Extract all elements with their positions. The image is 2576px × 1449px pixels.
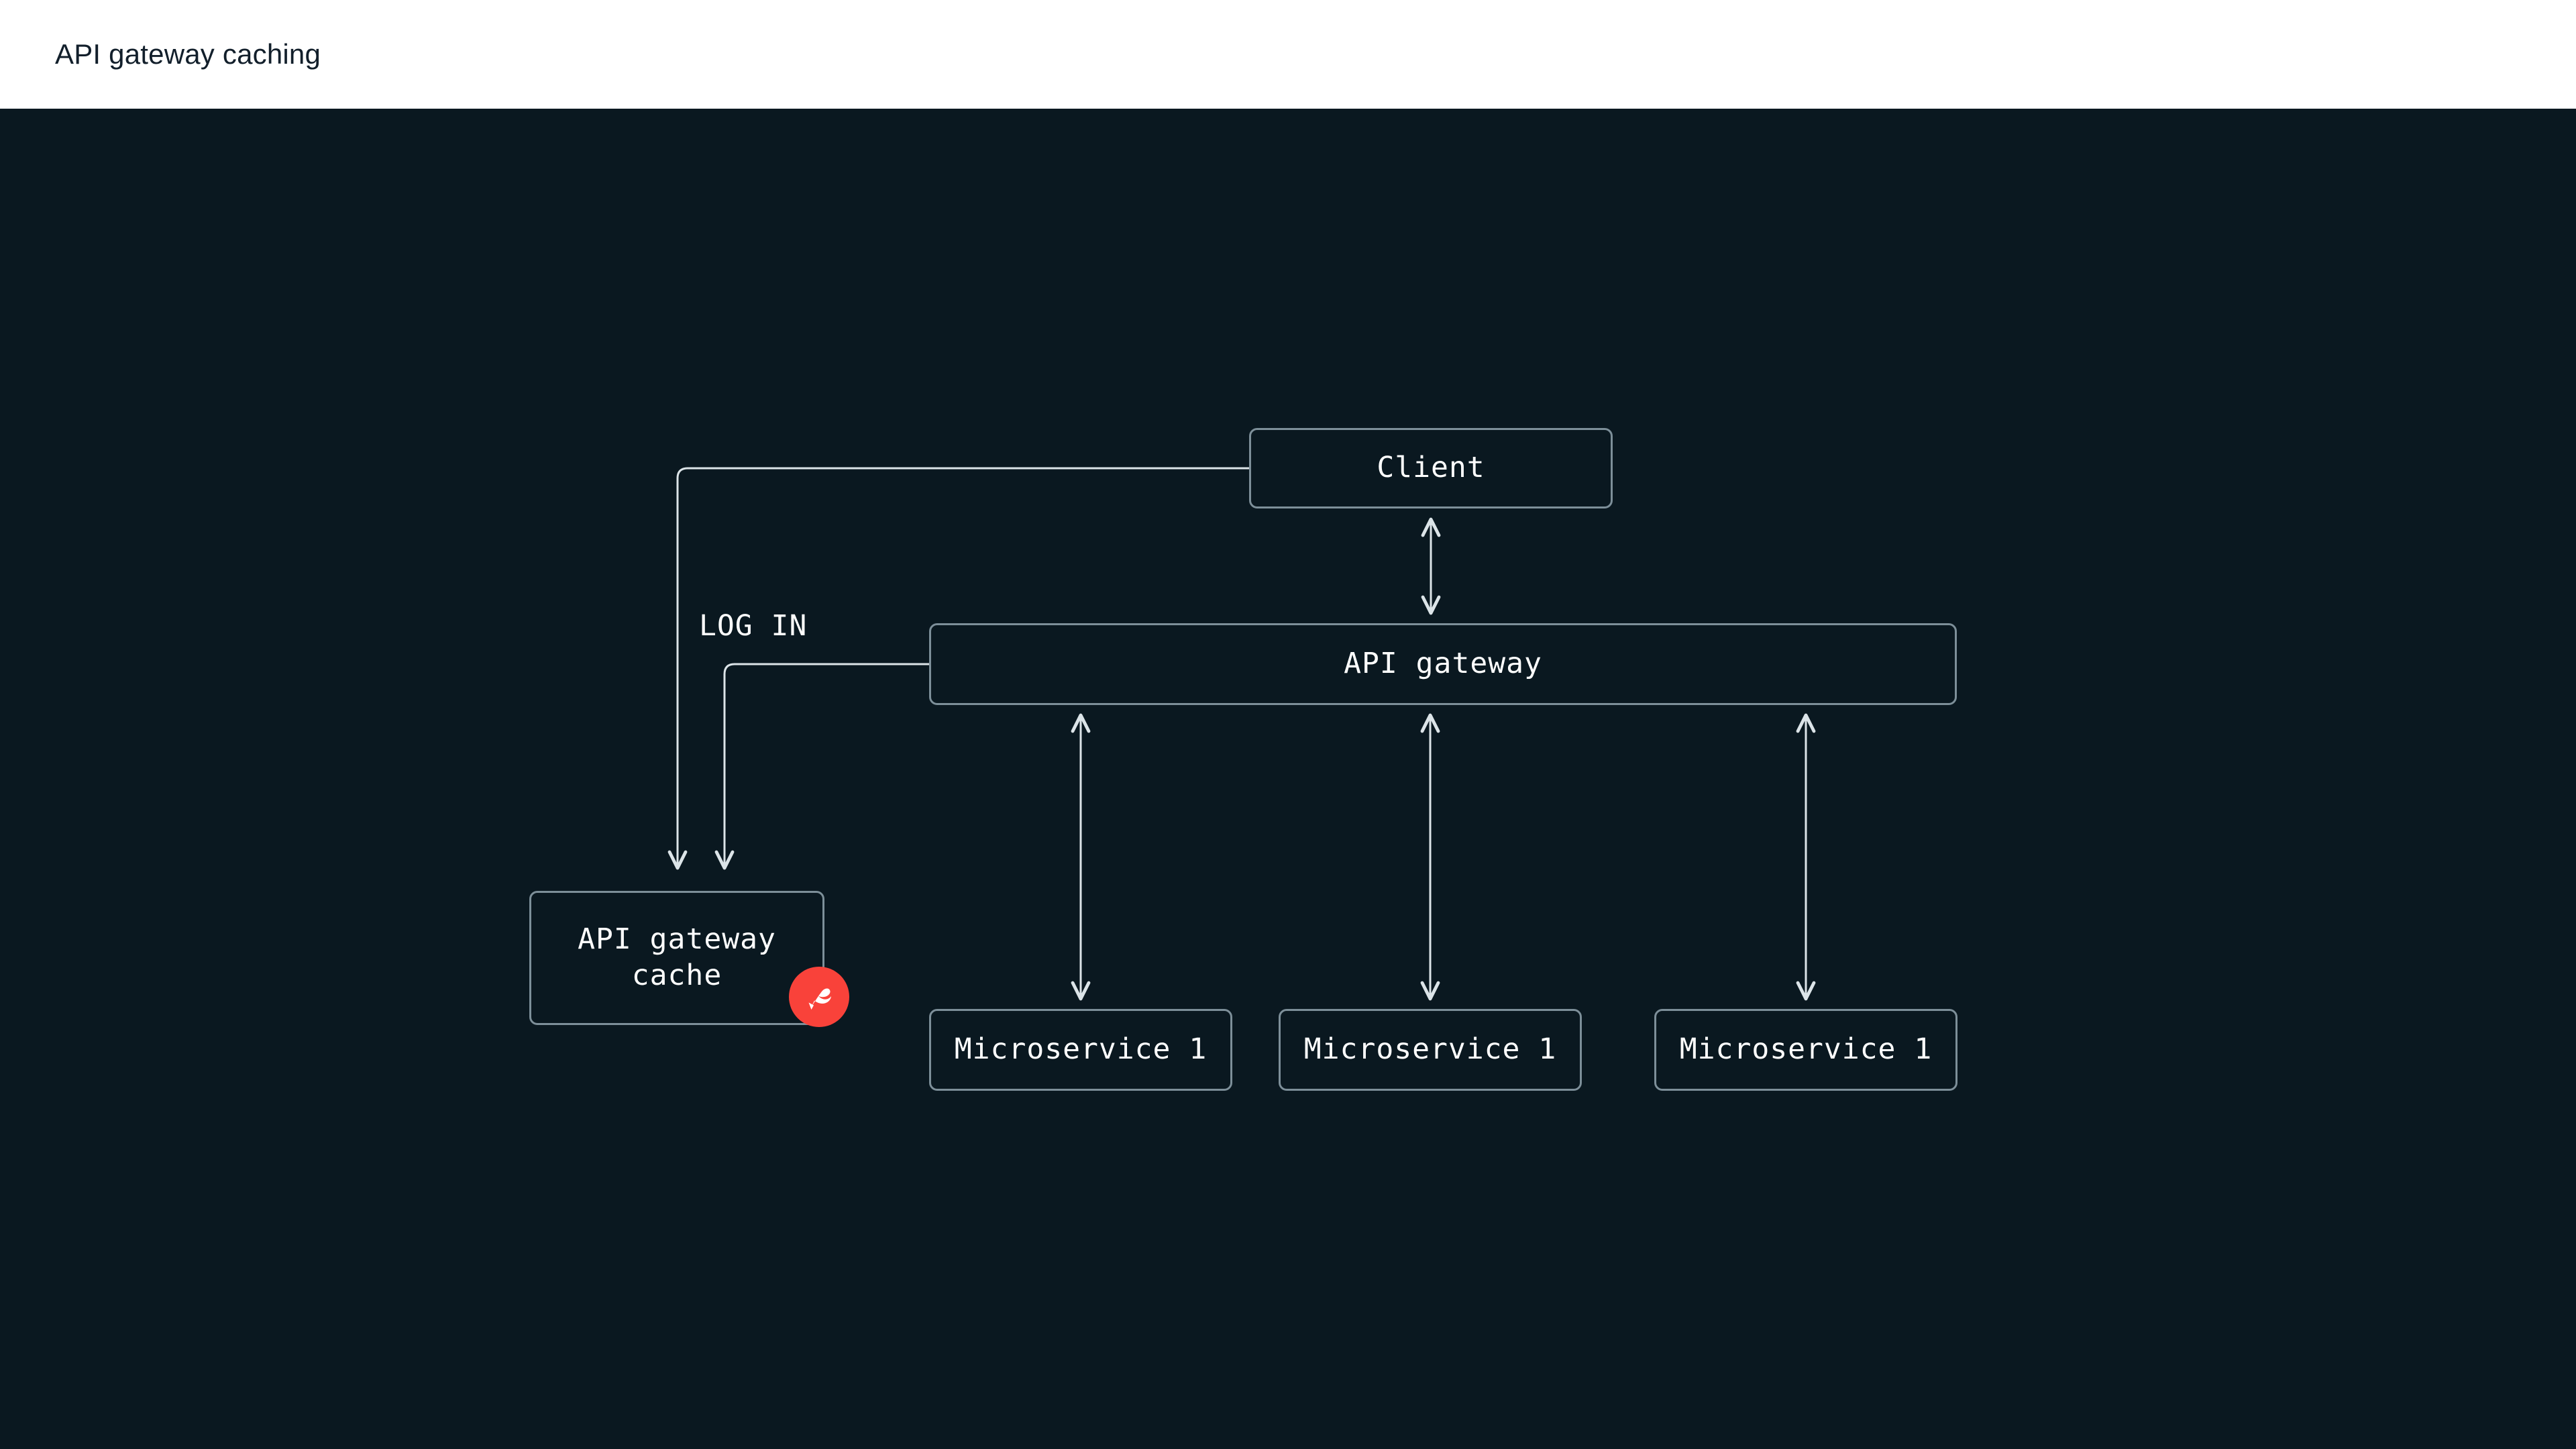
rocket-logo-glyph [808, 988, 831, 1010]
node-microservice-3[interactable]: Microservice 1 [1654, 1009, 1957, 1091]
node-api-gateway-cache[interactable]: API gateway cache [529, 891, 824, 1025]
header-bar: API gateway caching [0, 0, 2576, 111]
rocket-logo-icon[interactable] [789, 967, 849, 1027]
node-microservice-1[interactable]: Microservice 1 [929, 1009, 1232, 1091]
node-microservice-2[interactable]: Microservice 1 [1279, 1009, 1582, 1091]
edge-label-log-in: LOG IN [699, 609, 808, 643]
page-title: API gateway caching [55, 38, 321, 70]
edge-layer [667, 467, 1816, 1001]
edge-gateway-to-cache [714, 663, 929, 870]
node-client[interactable]: Client [1249, 428, 1613, 508]
node-api-gateway[interactable]: API gateway [929, 623, 1957, 705]
diagram-canvas[interactable]: LOG IN Client API gateway API gateway ca… [0, 111, 2576, 1449]
